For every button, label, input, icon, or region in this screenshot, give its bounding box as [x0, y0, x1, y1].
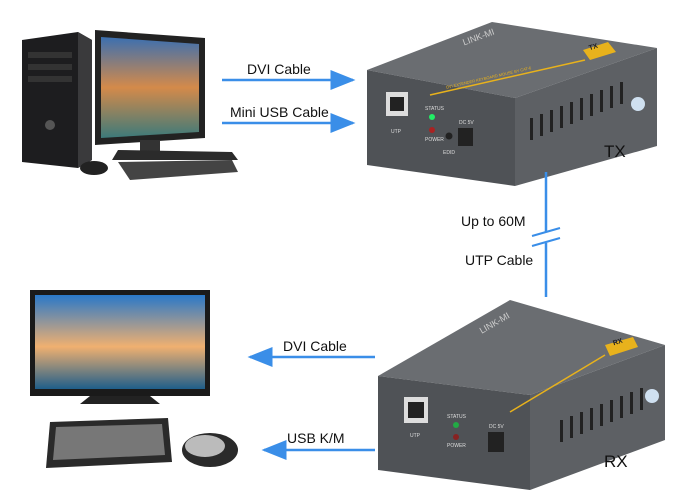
- rx-status-label: STATUS: [447, 414, 466, 420]
- rx-monitor-icon: [30, 290, 210, 404]
- keyboard-icon: [46, 418, 172, 468]
- rx-dvi-cable-label: DVI Cable: [283, 338, 347, 354]
- tx-status-label: STATUS: [425, 106, 444, 112]
- tx-mini-usb-cable-label: Mini USB Cable: [230, 104, 329, 120]
- rx-utp-label: UTP: [410, 433, 420, 439]
- rx-badge: [605, 337, 638, 356]
- tx-utp-label: UTP: [391, 129, 401, 135]
- tx-edid-label: EDID: [443, 150, 455, 156]
- rx-extender-device: [378, 300, 665, 490]
- tx-dvi-cable-label: DVI Cable: [247, 61, 311, 77]
- rx-unit-label: RX: [604, 452, 628, 471]
- tx-extender-device: [367, 22, 657, 186]
- rx-dc-label: DC 5V: [489, 424, 504, 430]
- rx-power-label: POWER: [447, 443, 466, 449]
- utp-link-line: [531, 172, 561, 297]
- utp-cable-label: UTP Cable: [465, 252, 534, 268]
- monitor-icon: [80, 30, 238, 180]
- tx-unit-label: TX: [604, 142, 626, 161]
- pc-tower-icon: [22, 32, 92, 168]
- rx-usb-km-label: USB K/M: [287, 430, 345, 446]
- mouse-icon: [182, 433, 238, 467]
- tx-dc-label: DC 5V: [459, 120, 474, 126]
- tx-power-label: POWER: [425, 137, 444, 143]
- tx-badge: [583, 42, 616, 60]
- distance-label: Up to 60M: [461, 213, 526, 229]
